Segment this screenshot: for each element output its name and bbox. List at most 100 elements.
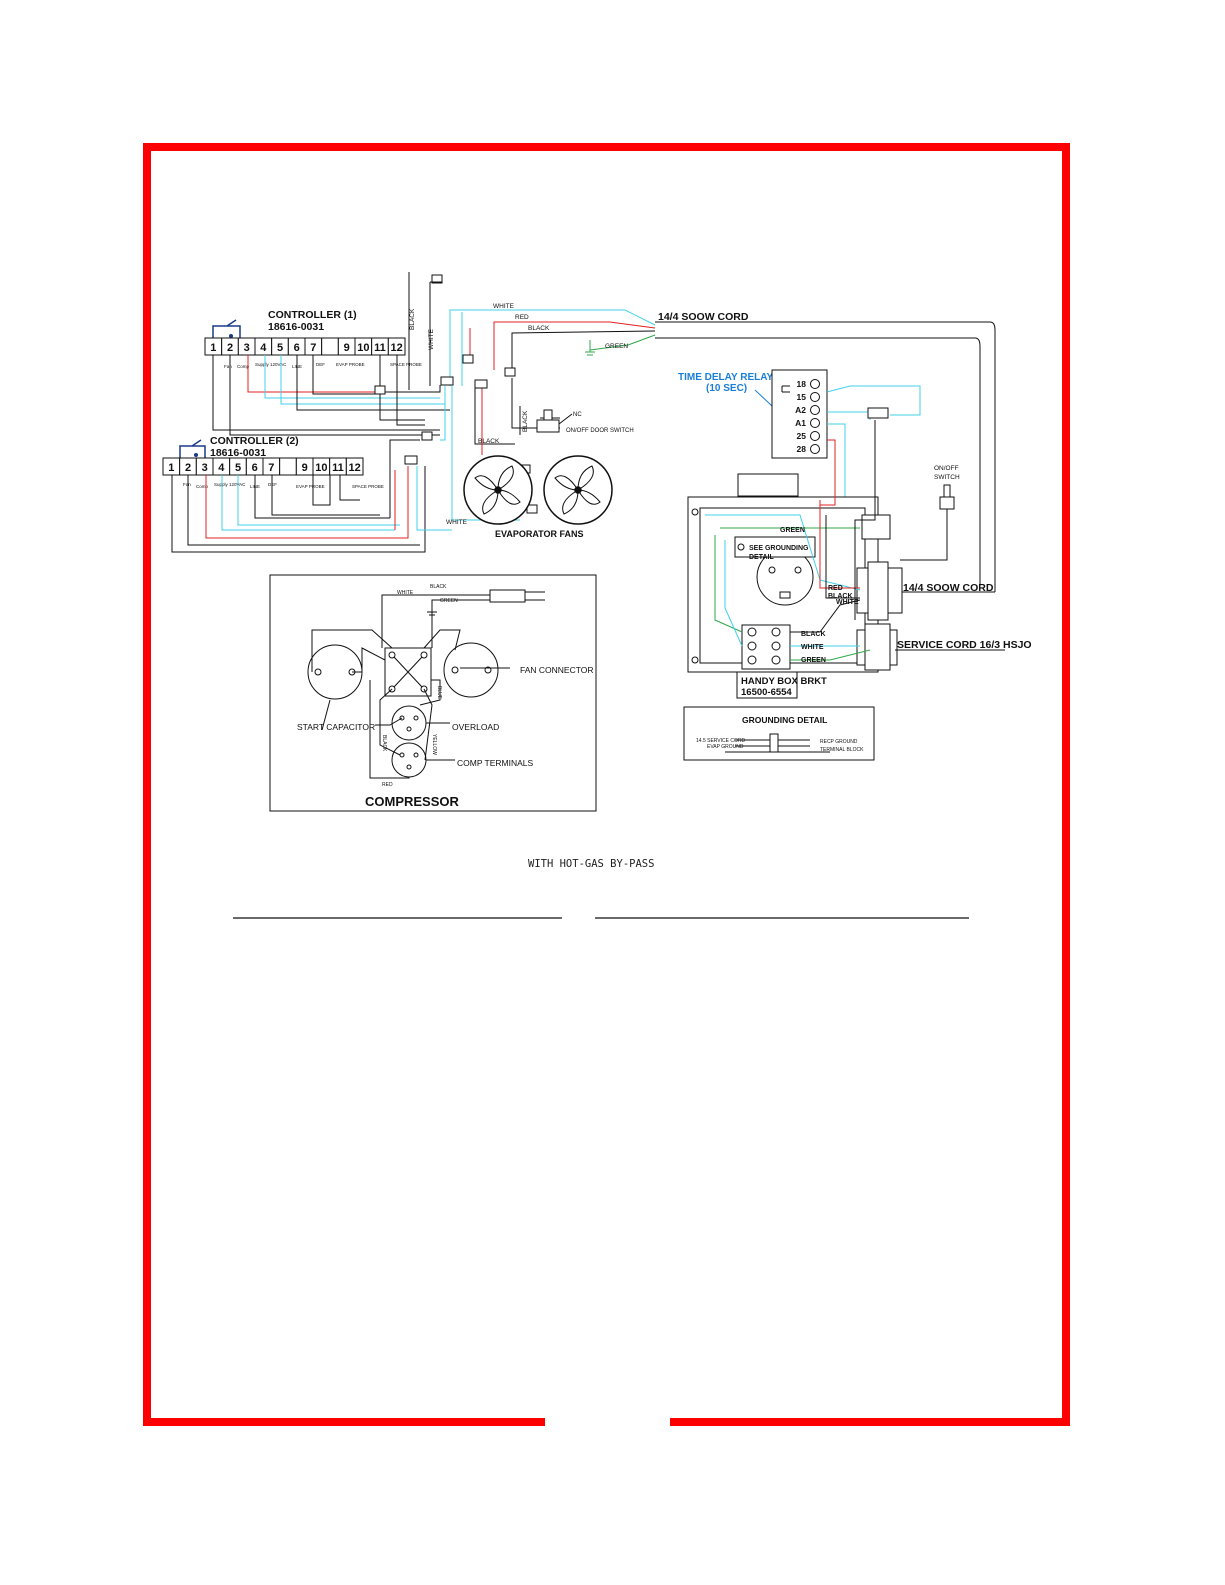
vert-label-black-3: BLACK: [522, 410, 529, 432]
relay-terminal: [810, 444, 820, 454]
c2-terminal-number: 10: [315, 462, 327, 474]
c1-terminal-cell: [321, 337, 339, 356]
c1-label-space-probe: SPACE PROBE: [390, 362, 422, 367]
start-capacitor-label: START CAPACITOR: [297, 722, 375, 732]
c2-terminal-number: 1: [168, 462, 174, 474]
door-switch: NC ON/OFF DOOR SWITCH: [536, 409, 634, 434]
relay-terminal-label: A1: [795, 418, 806, 428]
door-switch-nc: NC: [573, 412, 582, 418]
c1-label-fan: Fan: [224, 364, 232, 369]
vert-label-black: BLACK: [409, 308, 416, 330]
gd-left-2: EVAP GROUND: [707, 744, 744, 750]
relay-subtitle: (10 SEC): [706, 383, 747, 394]
controller-2-part: 18616-0031: [210, 447, 266, 459]
c2-terminal-number: 6: [252, 462, 258, 474]
compressor-title: COMPRESSOR: [365, 794, 460, 809]
overload-label: OVERLOAD: [452, 722, 499, 732]
comp-wire-blue: BLUE: [436, 686, 442, 700]
relay-terminal-label: A2: [795, 405, 806, 415]
tb-black-label: BLACK: [801, 631, 826, 638]
comp-terminals-label: COMP TERMINALS: [457, 758, 534, 768]
c1-terminal-number: 3: [244, 342, 250, 354]
gd-left-1: 14.5 SERVICE CORD: [696, 738, 745, 744]
wire-label-green: GREEN: [605, 343, 628, 350]
c2-terminal-number: 11: [332, 462, 344, 474]
comp-wire-green: GREEN: [440, 598, 458, 604]
controller-2-title: CONTROLLER (2): [210, 435, 299, 447]
cord-top-label: 14/4 SOOW CORD: [658, 311, 749, 323]
comp-wire-black-2: BLACK: [381, 735, 387, 752]
red-frame: [143, 143, 1070, 1426]
c1-label-evap-probe: EVAP PROBE: [336, 362, 365, 367]
diagram-caption: WITH HOT-GAS BY-PASS: [528, 858, 654, 870]
cord-box-label: 14/4 SOOW CORD: [903, 582, 994, 594]
box-black-label: BLACK: [828, 593, 853, 600]
gd-right-1: RECP GROUND: [820, 739, 858, 745]
c1-label-def: DEF: [316, 362, 325, 367]
c2-terminal-cell: [279, 457, 297, 476]
c1-label-comp: Comp: [237, 364, 250, 369]
comp-wire-yellow: YELLOW: [431, 734, 437, 755]
relay-terminal-label: 15: [797, 392, 807, 402]
relay-terminal: [810, 379, 820, 389]
relay-terminal: [810, 418, 820, 428]
relay-terminal-label: 28: [797, 444, 807, 454]
tb-green-label: GREEN: [801, 657, 826, 664]
c1-terminal-number: 6: [294, 342, 300, 354]
door-switch-label: ON/OFF DOOR SWITCH: [566, 428, 634, 434]
comp-wire-white: WHITE: [397, 590, 414, 596]
c2-terminal-cell: [345, 457, 364, 476]
wire-label-black-2: BLACK: [478, 438, 500, 445]
lower-wiring: [171, 439, 452, 553]
c1-terminal-number: 10: [357, 342, 369, 354]
box-green-label: GREEN: [780, 527, 805, 534]
c2-label-supply: Supply 120VAC: [214, 482, 246, 487]
handy-box-label: HANDY BOX BRKT 16500-6554: [736, 671, 827, 699]
c1-terminal-number: 7: [310, 342, 316, 354]
compressor-box: BLACK WHITE GREEN BLUE YELLOW RED BLACK …: [269, 574, 597, 812]
c2-label-evap-probe: EVAP PROBE: [296, 484, 325, 489]
handy-box: [687, 473, 903, 673]
relay-terminal-label: 25: [797, 431, 807, 441]
wire-label-white: WHITE: [493, 303, 515, 310]
relay-terminal-label: 18: [797, 379, 807, 389]
c2-terminal-number: 7: [268, 462, 274, 474]
connector-blocks: [374, 354, 538, 514]
c1-terminal-number: 12: [391, 342, 403, 354]
box-white-label: WHITE: [836, 599, 859, 606]
c1-terminal-number: 1: [210, 342, 216, 354]
vert-label-white: WHITE: [428, 328, 435, 350]
switch-label-1: ON/OFF: [934, 465, 959, 472]
grounding-detail-title: GROUNDING DETAIL: [742, 715, 827, 725]
handy-box-part: 16500-6554: [741, 687, 792, 698]
wire-label-red: RED: [515, 314, 529, 321]
switch-label-2: SWITCH: [934, 474, 960, 481]
c2-terminal-number: 4: [218, 462, 225, 474]
c2-label-fan: Fan: [183, 482, 191, 487]
c2-terminal-number: 12: [349, 462, 361, 474]
comp-wire-red: RED: [382, 782, 393, 788]
c1-terminal-number: 9: [344, 342, 350, 354]
relay-terminal: [810, 392, 820, 402]
comp-wire-black: BLACK: [430, 584, 447, 590]
see-grounding-1: SEE GROUNDING: [749, 545, 809, 552]
grounding-detail: GROUNDING DETAIL 14.5 SERVICE CORD EVAP …: [683, 706, 875, 761]
controller-1-part: 18616-0031: [268, 321, 324, 333]
gd-right-2: TERMINAL BLOCK: [820, 747, 864, 753]
c2-label-def: DEF: [268, 482, 277, 487]
c2-terminal-number: 9: [302, 462, 308, 474]
c2-label-space-probe: SPACE PROBE: [352, 484, 384, 489]
wire-label-white-2: WHITE: [446, 519, 468, 526]
c1-label-supply: Supply 120VAC: [255, 362, 287, 367]
relay-terminal: [810, 405, 820, 415]
evaporator-fans-label: EVAPORATOR FANS: [495, 529, 584, 539]
controller-1-title: CONTROLLER (1): [268, 309, 357, 321]
tb-white-label: WHITE: [801, 644, 824, 651]
wire-label-black: BLACK: [528, 325, 550, 332]
c1-terminal-number: 2: [227, 342, 233, 354]
relay-terminal: [810, 431, 820, 441]
